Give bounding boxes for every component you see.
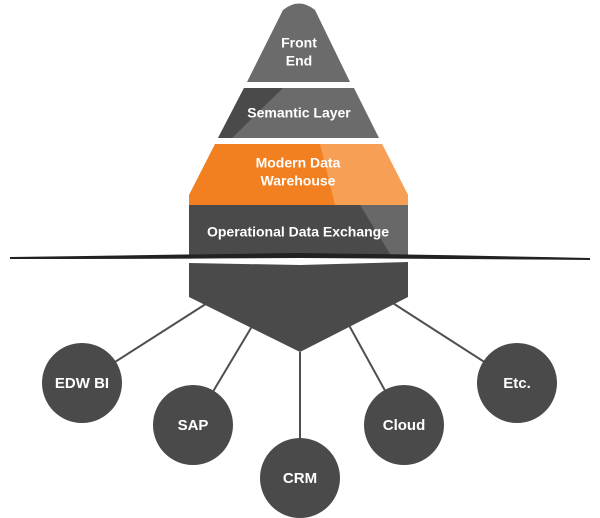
source-edw-bi: EDW BI xyxy=(42,343,122,423)
semantic-layer-label: Semantic Layer xyxy=(247,105,351,121)
source-sap: SAP xyxy=(153,385,233,465)
modern-dw-line2: Warehouse xyxy=(261,173,336,189)
ground-line xyxy=(10,253,590,260)
layer-modern-dw: Modern Data Warehouse xyxy=(189,144,408,205)
ode-label: Operational Data Exchange xyxy=(207,224,389,240)
layer-semantic: Semantic Layer xyxy=(218,88,379,138)
source-edw-bi-label: EDW BI xyxy=(55,375,109,392)
source-cloud: Cloud xyxy=(364,385,444,465)
modern-dw-line1: Modern Data xyxy=(256,155,341,171)
source-etc-label: Etc. xyxy=(503,375,531,392)
source-cloud-label: Cloud xyxy=(383,417,426,434)
source-sap-label: SAP xyxy=(178,417,209,434)
source-etc: Etc. xyxy=(477,343,557,423)
layer-front-end: Front End xyxy=(247,3,350,82)
source-hub xyxy=(189,262,408,352)
layer-ode: Operational Data Exchange xyxy=(189,205,408,257)
source-crm: CRM xyxy=(260,438,340,518)
front-end-line2: End xyxy=(286,53,312,69)
front-end-line1: Front xyxy=(281,35,317,51)
source-crm-label: CRM xyxy=(283,470,317,487)
